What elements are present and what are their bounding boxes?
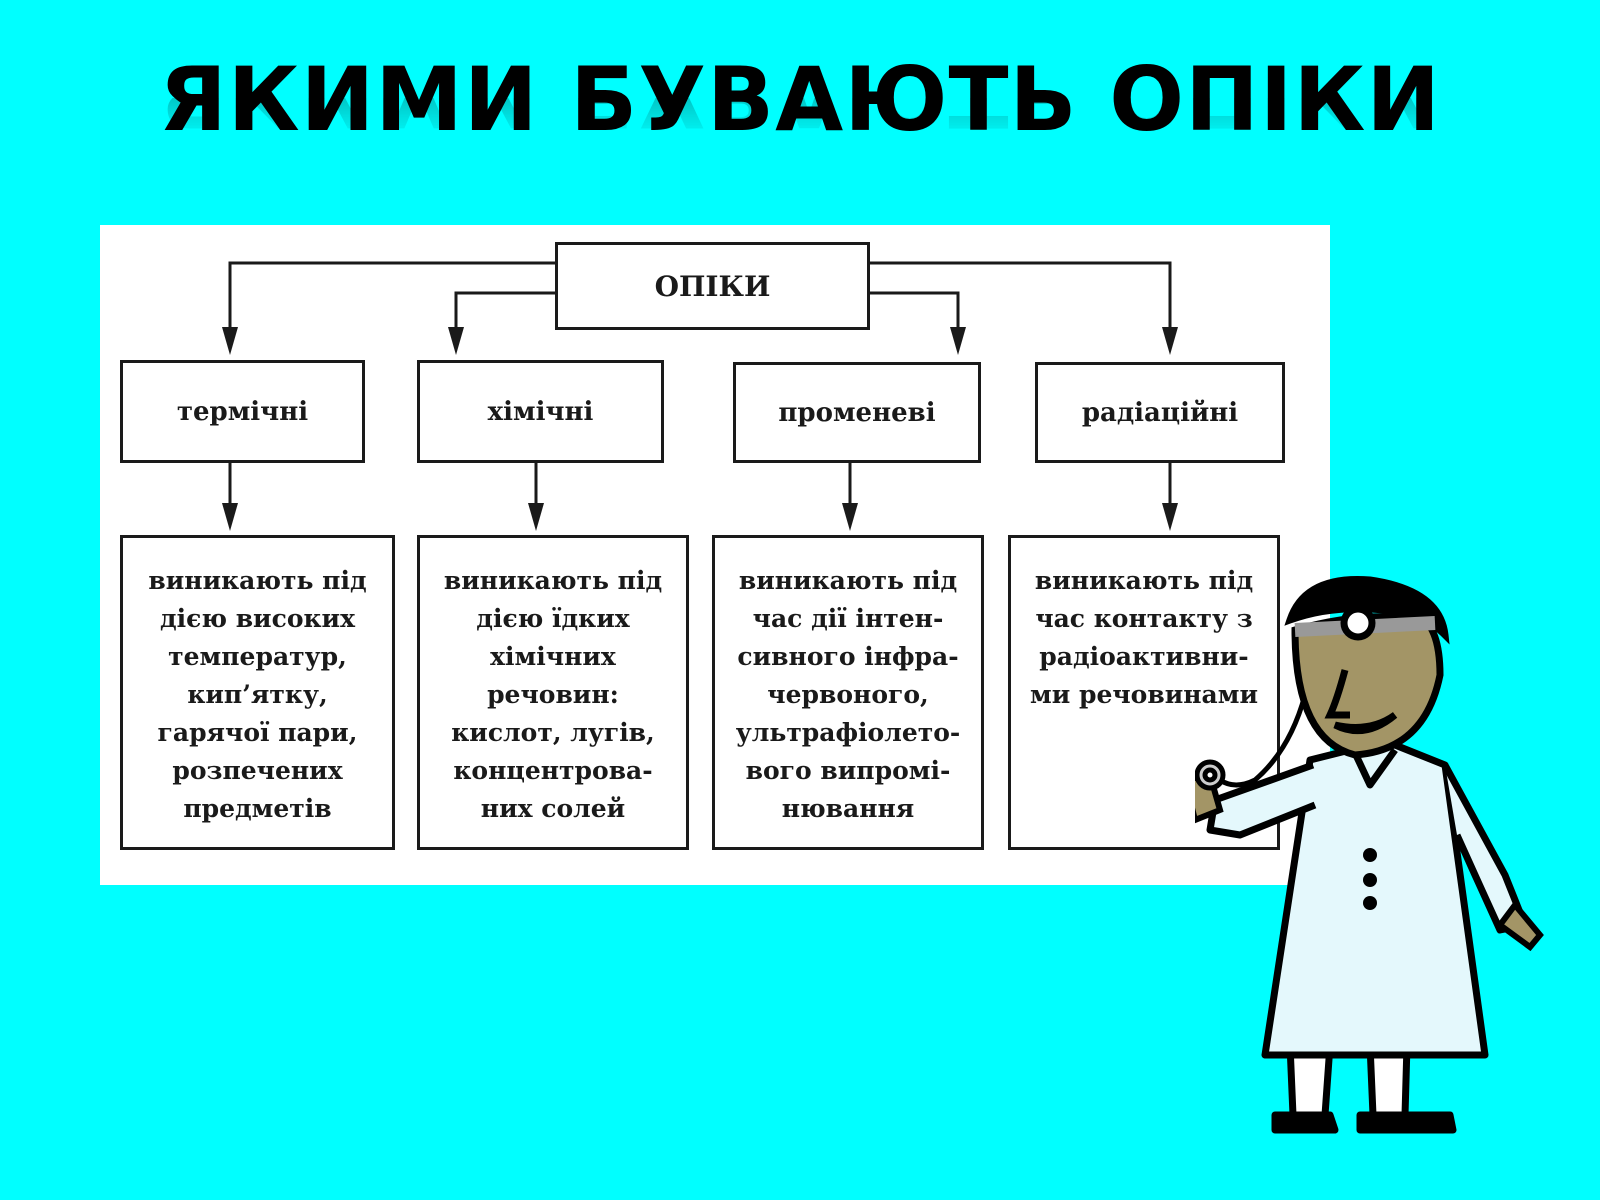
doctor-illustration <box>1195 576 1544 1134</box>
description-box-ray: виникають під час дії інтен- сивного інф… <box>712 535 984 850</box>
description-radiation: виникають під час контакту з радіоактивн… <box>1030 566 1258 709</box>
description-box-thermal: виникають під дією високих температур, к… <box>120 535 395 850</box>
description-chemical: виникають під дією їдких хімічних речови… <box>443 566 663 823</box>
description-box-chemical: виникають під дією їдких хімічних речови… <box>417 535 689 850</box>
slide-title-reflection: ЯКИМИ БУВАЮТЬ ОПІКИ <box>0 98 1600 142</box>
category-box-radiation: радіаційні <box>1035 362 1285 463</box>
category-box-ray: променеві <box>733 362 981 463</box>
root-box-burns: ОПІКИ <box>555 242 870 330</box>
coat-buttons <box>1363 848 1377 910</box>
category-label-chemical: хімічні <box>487 396 594 427</box>
category-label-thermal: термічні <box>176 396 309 427</box>
doctor-head <box>1284 576 1450 759</box>
doctor-legs <box>1271 1041 1457 1134</box>
burns-diagram: ОПІКИ термічні хімічні променеві радіаці… <box>100 225 1330 885</box>
title-area: ЯКИМИ БУВАЮТЬ ОПІКИ ЯКИМИ БУВАЮТЬ ОПІКИ <box>0 52 1600 222</box>
slide-title: ЯКИМИ БУВАЮТЬ ОПІКИ <box>158 48 1442 151</box>
category-box-thermal: термічні <box>120 360 365 463</box>
root-label: ОПІКИ <box>654 269 771 303</box>
category-label-radiation: радіаційні <box>1081 397 1239 428</box>
stethoscope-icon <box>1195 694 1308 791</box>
description-ray: виникають під час дії інтен- сивного інф… <box>735 566 961 823</box>
category-label-ray: променеві <box>778 397 936 428</box>
description-thermal: виникають під дією високих температур, к… <box>148 566 367 823</box>
category-box-chemical: хімічні <box>417 360 664 463</box>
connector-arrows <box>222 261 1178 531</box>
